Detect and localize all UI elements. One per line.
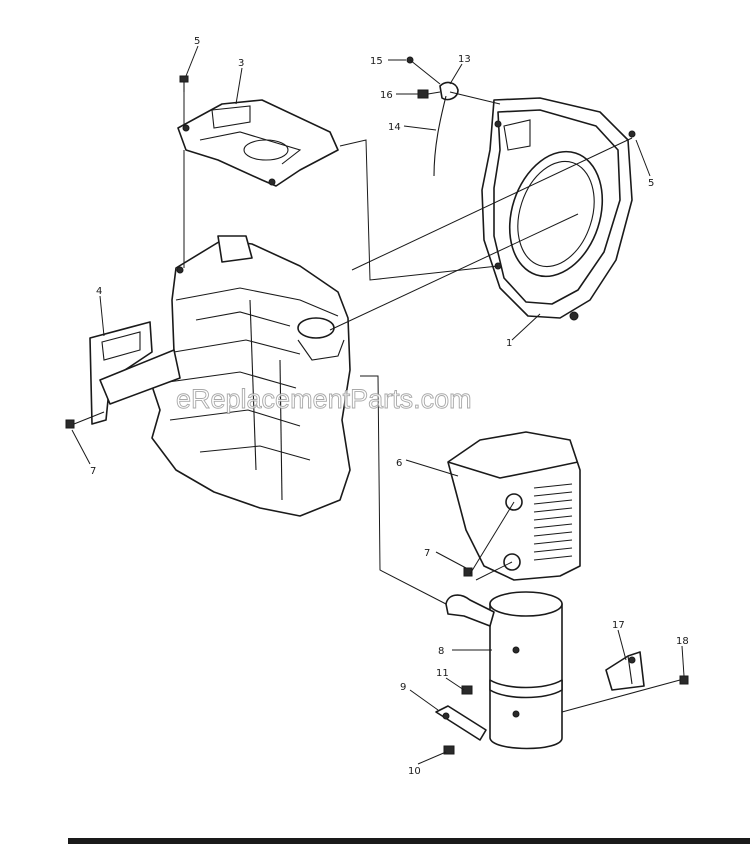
callout-leaders xyxy=(71,45,685,765)
callout-13: 13 xyxy=(458,54,471,65)
callout-5-right: 5 xyxy=(648,178,654,189)
muffler xyxy=(445,591,563,750)
callout-17: 17 xyxy=(612,620,625,631)
guard-vent-slots xyxy=(533,483,573,561)
callout-7-guard: 7 xyxy=(424,548,430,559)
callout-8: 8 xyxy=(438,646,444,657)
top-shroud-plate xyxy=(177,99,339,187)
callout-9: 9 xyxy=(400,682,406,693)
screw-top-left xyxy=(179,75,189,92)
screw-right xyxy=(628,130,636,138)
blower-housing xyxy=(481,97,633,321)
assembly-lines xyxy=(73,59,681,713)
watermark: eReplacementParts.com xyxy=(176,384,472,414)
callout-3: 3 xyxy=(238,58,244,69)
fuel-line-parts xyxy=(406,56,501,177)
screws-muffler-guard xyxy=(463,567,473,577)
callout-15: 15 xyxy=(370,56,383,67)
muffler-bracket-right xyxy=(605,651,645,691)
callout-18: 18 xyxy=(676,636,689,647)
callout-1: 1 xyxy=(506,338,512,349)
nut-lower xyxy=(461,685,473,695)
callout-7-left: 7 xyxy=(90,466,96,477)
callout-10: 10 xyxy=(408,766,421,777)
callout-labels: 5 3 15 13 16 14 5 1 4 7 6 7 8 11 17 18 9… xyxy=(90,36,689,777)
callout-4: 4 xyxy=(96,286,102,297)
screw-lower xyxy=(443,745,455,755)
callout-16: 16 xyxy=(380,90,393,101)
callout-14: 14 xyxy=(388,122,401,133)
callout-6: 6 xyxy=(396,458,402,469)
callout-5-top: 5 xyxy=(194,36,200,47)
bottom-rule xyxy=(68,838,750,844)
bolt-right xyxy=(679,675,689,685)
callout-11: 11 xyxy=(436,668,449,679)
screw-bracket-left xyxy=(65,419,75,429)
muffler-guard xyxy=(447,431,581,581)
engine-block xyxy=(149,235,351,517)
muffler-bracket-lower xyxy=(435,705,487,741)
side-bracket xyxy=(89,321,181,425)
